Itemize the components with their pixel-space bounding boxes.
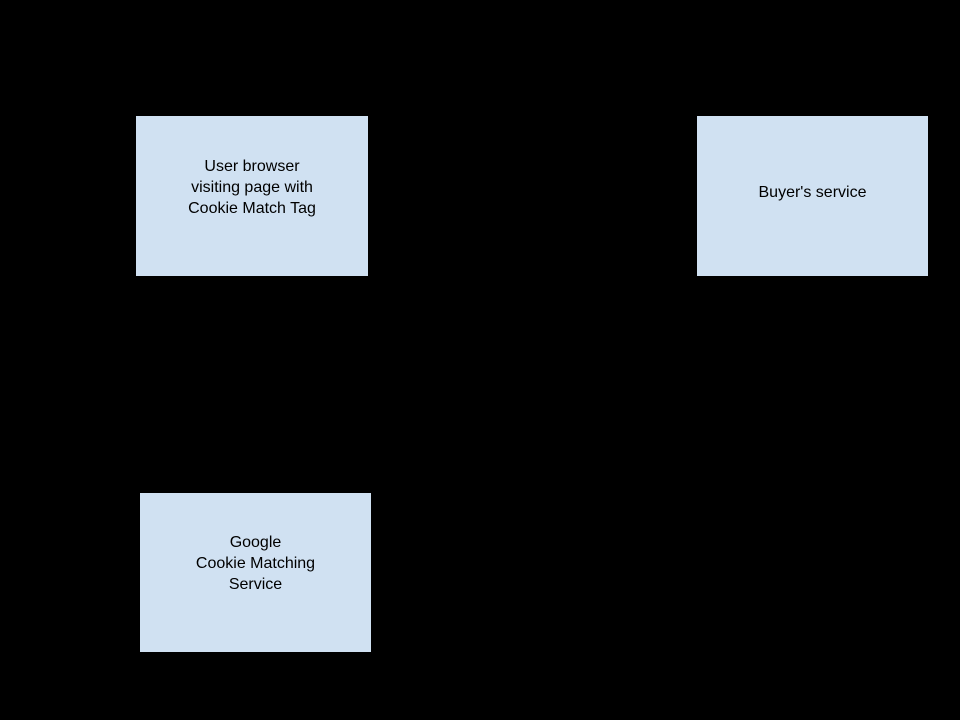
- node-buyers-service-label: Buyer's service: [758, 183, 867, 201]
- node-buyers-service[interactable]: Buyer's service: [697, 116, 928, 276]
- node-user-browser[interactable]: User browser visiting page with Cookie M…: [136, 116, 368, 276]
- node-user-browser-label: User browser visiting page with Cookie M…: [188, 158, 316, 217]
- node-google-cookie-matching-service-label: Google Cookie Matching Service: [195, 534, 316, 593]
- node-google-cookie-matching-service[interactable]: Google Cookie Matching Service: [140, 493, 371, 652]
